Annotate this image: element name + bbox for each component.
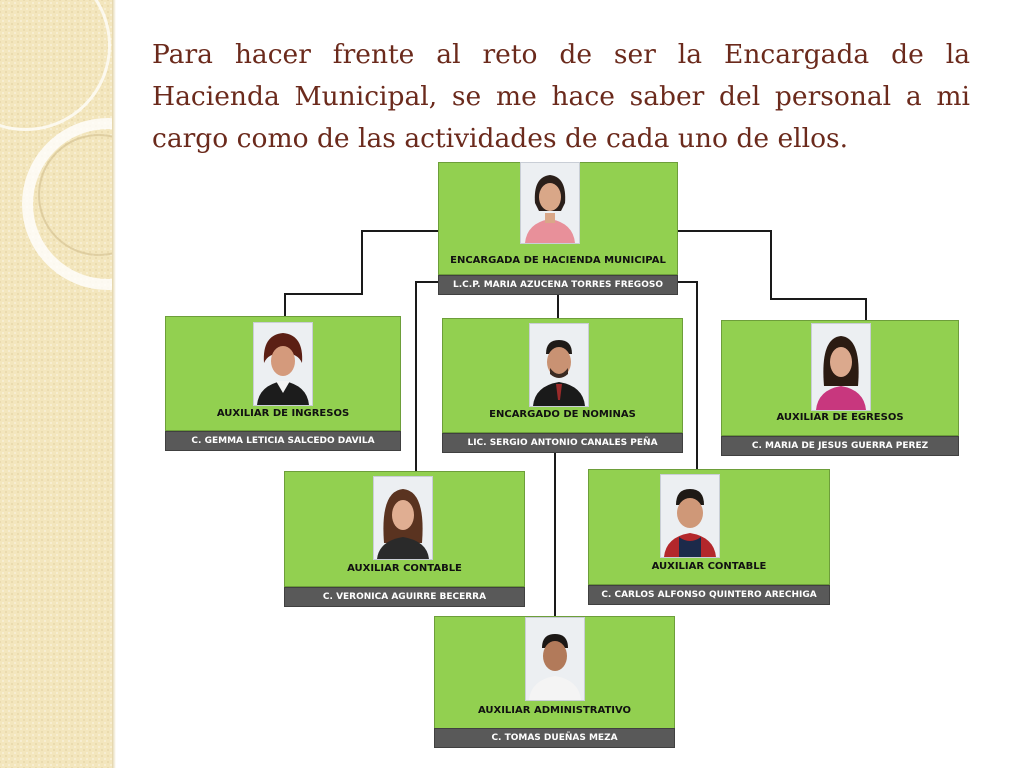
connector-head-contable2 bbox=[678, 281, 698, 469]
role-title: ENCARGADA DE HACIENDA MUNICIPAL bbox=[450, 255, 666, 266]
person-photo bbox=[253, 322, 313, 406]
org-card-head: ENCARGADA DE HACIENDA MUNICIPAL L.C.P. M… bbox=[438, 162, 678, 295]
org-card-egresos: AUXILIAR DE EGRESOS C. MARIA DE JESUS GU… bbox=[721, 320, 959, 456]
person-name: C. GEMMA LETICIA SALCEDO DAVILA bbox=[165, 431, 401, 451]
connector-head-egresos bbox=[678, 230, 867, 320]
role-title: ENCARGADO DE NOMINAS bbox=[489, 409, 636, 420]
person-silhouette-icon bbox=[254, 323, 312, 405]
person-silhouette-icon bbox=[526, 618, 584, 700]
person-photo bbox=[520, 162, 580, 244]
person-name: C. VERONICA AGUIRRE BECERRA bbox=[284, 587, 525, 607]
person-photo bbox=[529, 323, 589, 407]
org-card-administrativo: AUXILIAR ADMINISTRATIVO C. TOMAS DUEÑAS … bbox=[434, 616, 675, 748]
person-silhouette-icon bbox=[661, 475, 719, 557]
role-title: AUXILIAR CONTABLE bbox=[651, 561, 767, 572]
person-name: C. TOMAS DUEÑAS MEZA bbox=[434, 728, 675, 748]
decorative-side-panel bbox=[0, 0, 112, 768]
person-name: L.C.P. MARIA AZUCENA TORRES FREGOSO bbox=[438, 275, 678, 295]
person-photo bbox=[660, 474, 720, 558]
org-card-ingresos: AUXILIAR DE INGRESOS C. GEMMA LETICIA SA… bbox=[165, 316, 401, 451]
person-silhouette-icon bbox=[812, 324, 870, 410]
person-photo bbox=[811, 323, 871, 411]
slide-title: Para hacer frente al reto de ser la Enca… bbox=[152, 39, 970, 154]
connector-head-contable1 bbox=[415, 281, 438, 471]
person-name: C. MARIA DE JESUS GUERRA PEREZ bbox=[721, 436, 959, 456]
person-silhouette-icon bbox=[521, 163, 579, 243]
org-card-contable-1: AUXILIAR CONTABLE C. VERONICA AGUIRRE BE… bbox=[284, 471, 525, 607]
person-silhouette-icon bbox=[374, 477, 432, 559]
person-silhouette-icon bbox=[530, 324, 588, 406]
role-title: AUXILIAR DE INGRESOS bbox=[216, 408, 350, 419]
role-title: AUXILIAR CONTABLE bbox=[347, 563, 462, 574]
person-photo bbox=[525, 617, 585, 701]
connector-head-ingresos bbox=[284, 230, 438, 316]
org-card-contable-2: AUXILIAR CONTABLE C. CARLOS ALFONSO QUIN… bbox=[588, 469, 830, 605]
person-name: C. CARLOS ALFONSO QUINTERO ARECHIGA bbox=[588, 585, 830, 605]
person-photo bbox=[373, 476, 433, 560]
role-title: AUXILIAR DE EGRESOS bbox=[776, 412, 904, 423]
role-title: AUXILIAR ADMINISTRATIVO bbox=[477, 705, 632, 716]
side-panel-edge bbox=[112, 0, 116, 768]
org-card-nominas: ENCARGADO DE NOMINAS LIC. SERGIO ANTONIO… bbox=[442, 318, 683, 453]
person-name: LIC. SERGIO ANTONIO CANALES PEÑA bbox=[442, 433, 683, 453]
